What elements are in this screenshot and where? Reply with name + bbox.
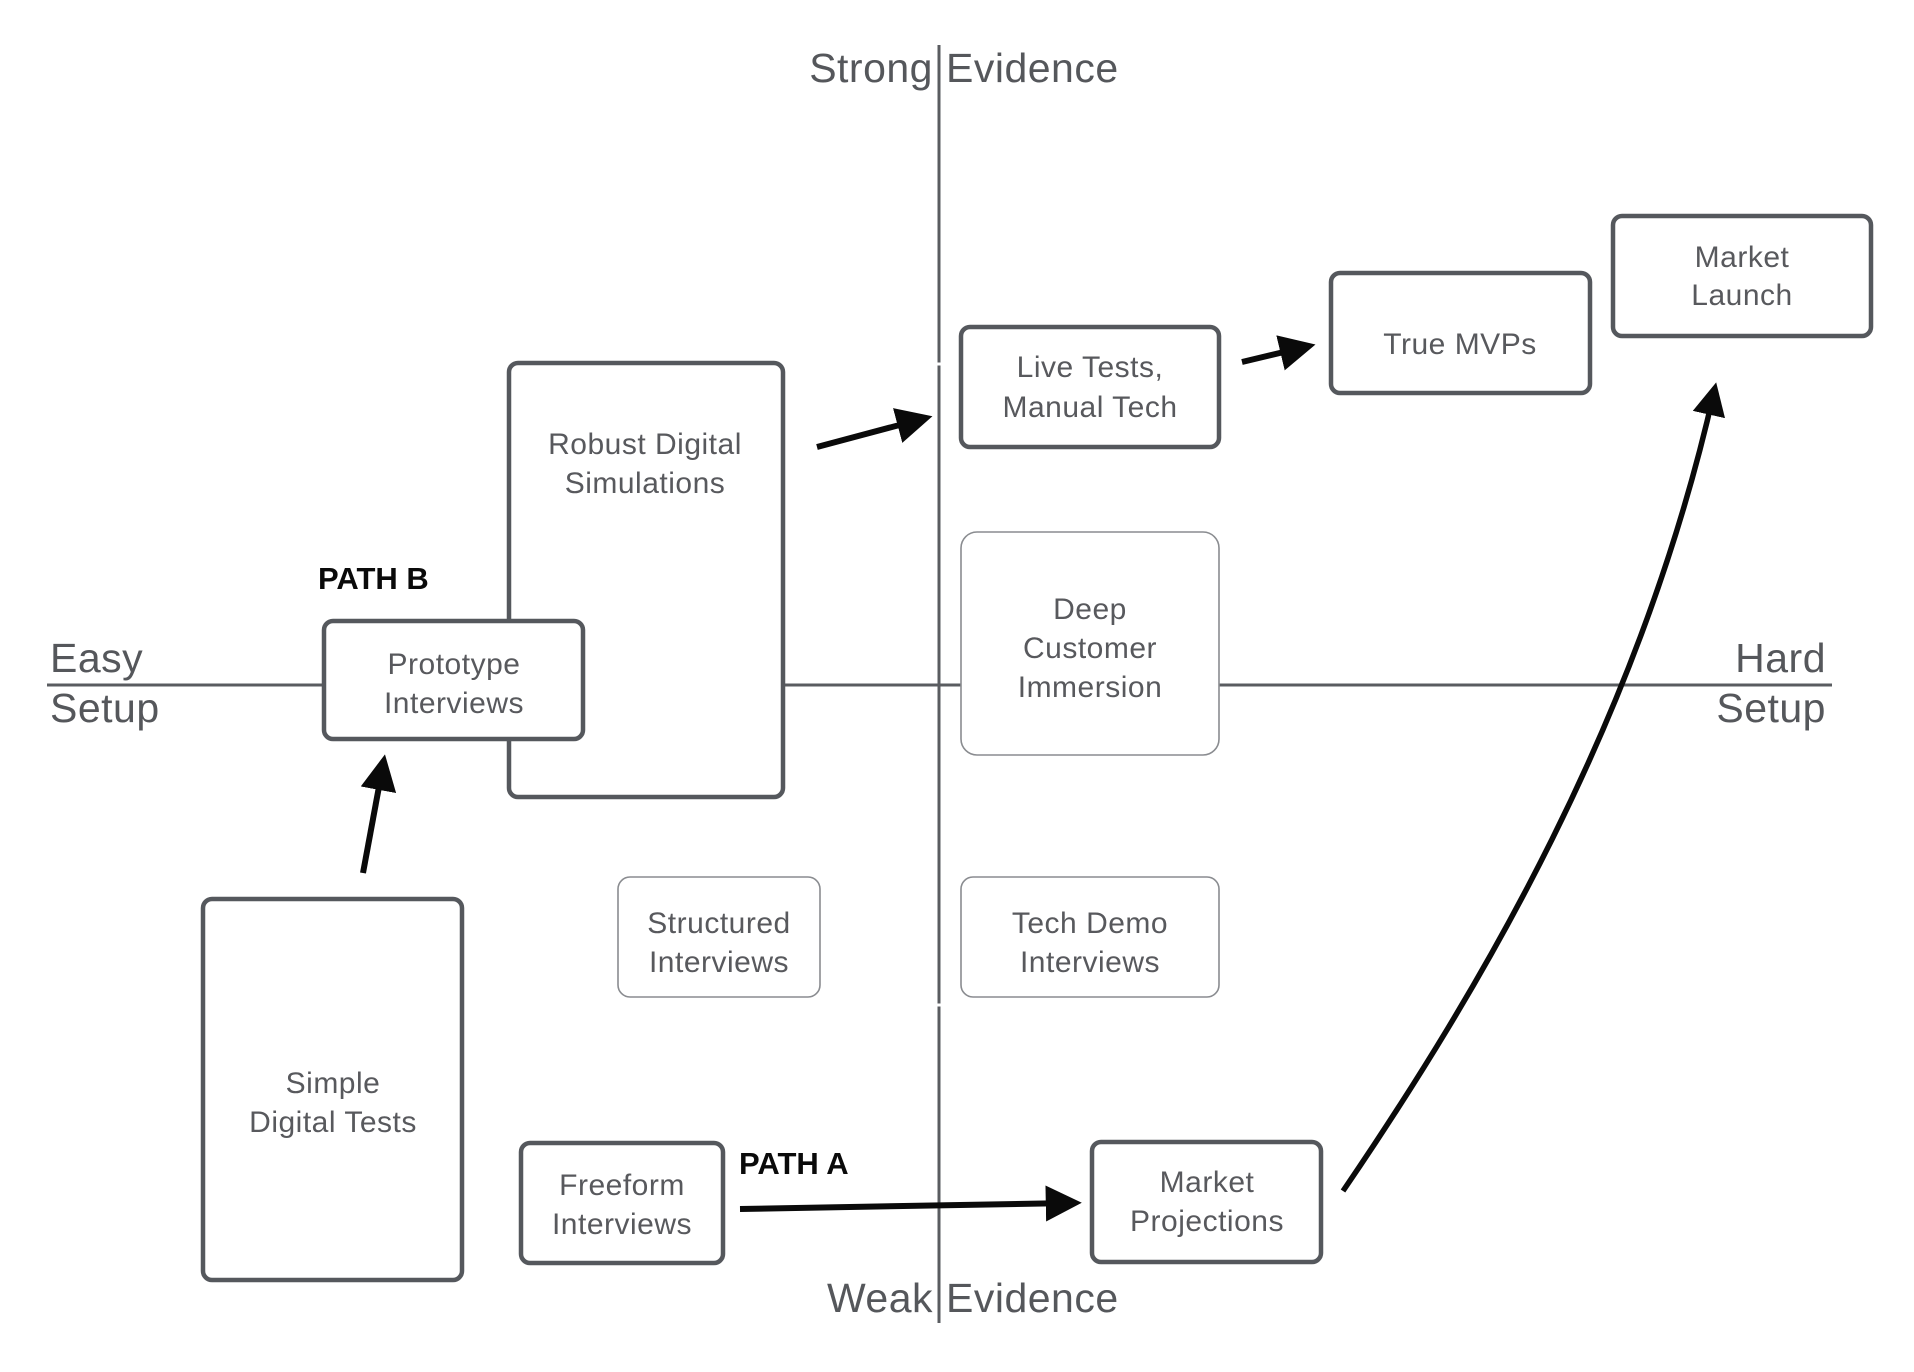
box-label-line: Interviews <box>1020 946 1160 979</box>
axis-label-evidence-top: Evidence <box>946 45 1119 91</box>
box-label-line: Manual Tech <box>1002 391 1177 424</box>
box-label-line: Digital Tests <box>249 1106 417 1139</box>
axis-label-setup-right: Setup <box>1716 685 1826 731</box>
path-b-label: PATH B <box>318 561 429 596</box>
box-label-line: Market <box>1695 241 1790 274</box>
box-label-line: Simple <box>286 1067 381 1100</box>
box-market-projections[interactable]: Market Projections <box>1089 1139 1324 1265</box>
box-label-line: Robust Digital <box>548 428 742 461</box>
box-market-launch[interactable]: Market Launch <box>1610 213 1874 339</box>
axis-label-setup-left: Setup <box>50 685 160 731</box>
box-true-mvps[interactable]: True MVPs <box>1328 270 1593 396</box>
arrow-live-tests-to-true-mvps <box>1241 335 1316 371</box>
arrow-robust-to-live-tests <box>816 408 933 450</box>
axis-label-hard: Hard <box>1735 635 1826 681</box>
box-label-line: Market <box>1160 1166 1255 1199</box>
axis-label-easy: Easy <box>50 635 143 681</box>
box-label-line: Interviews <box>384 687 524 720</box>
box-tech-demo-interviews[interactable]: Tech Demo Interviews <box>960 876 1220 998</box>
path-a-label: PATH A <box>739 1146 849 1181</box>
box-label-line: Customer <box>1023 632 1157 665</box>
box-label-line: Launch <box>1691 279 1792 312</box>
box-label-line: Structured <box>647 907 790 940</box>
box-label-line: Deep <box>1053 593 1127 626</box>
box-label-line: Interviews <box>552 1208 692 1241</box>
arrow-simple-to-prototype <box>360 754 397 874</box>
arrow-market-projections-to-market-launch <box>1340 382 1726 1193</box>
axis-label-weak: Weak <box>827 1275 933 1321</box>
box-label-line: Live Tests, <box>1017 351 1164 384</box>
box-label-line: True MVPs <box>1383 328 1536 361</box>
box-live-tests-manual-tech[interactable]: Live Tests, Manual Tech <box>958 324 1222 450</box>
axis-label-strong: Strong <box>809 45 933 91</box>
box-structured-interviews[interactable]: Structured Interviews <box>617 876 821 998</box>
box-simple-digital-tests[interactable]: Simple Digital Tests <box>200 896 465 1283</box>
box-prototype-interviews[interactable]: Prototype Interviews <box>321 618 586 742</box>
axis-label-evidence-bottom: Evidence <box>946 1275 1119 1321</box>
box-label-line: Simulations <box>565 467 726 500</box>
box-deep-customer-immersion[interactable]: Deep Customer Immersion <box>960 531 1220 756</box>
box-label-line: Immersion <box>1018 671 1163 704</box>
box-label-line: Interviews <box>649 946 789 979</box>
box-label-line: Prototype <box>388 648 521 681</box>
box-label-line: Tech Demo <box>1012 907 1168 940</box>
arrow-freeform-to-market-projections <box>739 1185 1082 1222</box>
box-label-line: Projections <box>1130 1205 1284 1238</box>
box-label-line: Freeform <box>559 1169 685 1202</box>
box-freeform-interviews[interactable]: Freeform Interviews <box>518 1140 726 1266</box>
